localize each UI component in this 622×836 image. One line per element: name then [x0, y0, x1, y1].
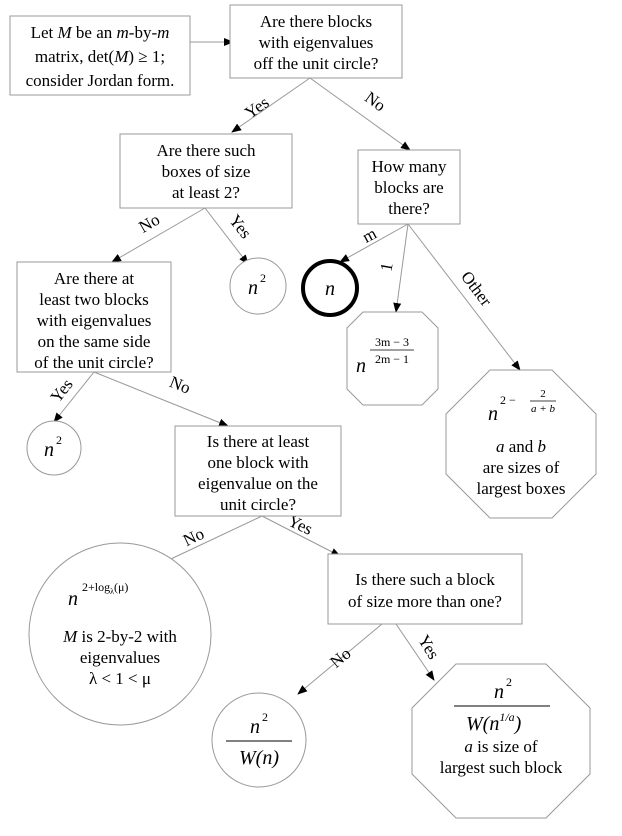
q5-line-4: unit circle?	[220, 495, 296, 514]
q5-line-2: one block with	[207, 453, 309, 472]
edge-label-q4-no: No	[167, 372, 193, 397]
q6-line-2: of size more than one?	[348, 592, 502, 611]
numerator-exponent: 2	[262, 710, 268, 724]
edge-label-q1-yes: Yes	[241, 93, 272, 123]
question-how-many-blocks: How many blocks are there?	[357, 149, 461, 225]
result-n-squared-left: n 2	[26, 420, 82, 476]
q3-line-3: there?	[388, 199, 430, 218]
edge-q6-yes	[395, 623, 435, 681]
edge-q5-yes	[261, 515, 341, 557]
result-base: n	[248, 277, 258, 299]
other-desc-line-3: largest boxes	[477, 479, 566, 498]
edge-label-q2-yes: Yes	[225, 211, 255, 242]
question-size-at-least-2: Are there such boxes of size at least 2?	[119, 133, 293, 209]
edge-q3-other	[407, 223, 521, 371]
result-other-blocks: n 2 − 2 a + b a and b are sizes of large…	[445, 369, 597, 519]
edge-q6-no	[297, 623, 383, 695]
log-desc-line-3: λ < 1 < μ	[89, 669, 151, 688]
edge-q2-yes	[204, 207, 249, 265]
edge-label-q2-no: No	[136, 210, 163, 237]
edge-q4-yes	[53, 371, 95, 423]
q2-line-3: at least 2?	[172, 183, 240, 202]
exponent-numerator: 2	[540, 388, 546, 400]
result-base: n	[44, 439, 54, 461]
result-base: n	[356, 355, 366, 377]
exponent-denominator: a + b	[531, 403, 555, 415]
exponent-numerator: 3m − 3	[375, 335, 409, 349]
edge-q3-m	[339, 223, 409, 263]
question-size-more-than-one: Is there such a block of size more than …	[327, 553, 523, 625]
question-block-on-unit-circle: Is there at least one block with eigenva…	[174, 425, 342, 517]
result-n-bold: n	[301, 259, 359, 317]
start-line-1: Let M be an m-by-m	[31, 23, 170, 42]
result-exponent: 2+logλ(μ)	[82, 580, 128, 596]
numerator-base: n	[494, 681, 504, 703]
other-desc-line-2: are sizes of	[483, 458, 560, 477]
edges	[53, 38, 521, 695]
numerator-base: n	[250, 716, 260, 738]
q5-line-1: Is there at least	[207, 432, 310, 451]
w-desc-line-2: largest such block	[440, 758, 563, 777]
result-fraction-exponent: n 3m − 3 2m − 1	[346, 311, 439, 406]
q2-line-1: Are there such	[156, 141, 256, 160]
edge-q5-no	[155, 515, 263, 567]
start-line-2: matrix, det(M) ≥ 1;	[35, 47, 165, 66]
edge-label-q1-no: No	[361, 88, 389, 116]
edge-q4-no	[93, 371, 229, 427]
question-two-blocks-same-side: Are there at least two blocks with eigen…	[16, 261, 172, 373]
q4-line-3: with eigenvalues	[37, 311, 152, 330]
start-box: Let M be an m-by-m matrix, det(M) ≥ 1; c…	[9, 15, 191, 96]
q1-line-2: with eigenvalues	[259, 33, 374, 52]
exponent-prefix: 2 −	[500, 393, 516, 407]
edge-label-q5-no: No	[180, 524, 207, 550]
numerator-exponent: 2	[506, 675, 512, 689]
edge-label-q6-no: No	[326, 644, 354, 672]
q5-line-3: eigenvalue on the	[198, 474, 318, 493]
q1-line-1: Are there blocks	[260, 12, 372, 31]
edge-label-q4-yes: Yes	[47, 375, 77, 406]
result-n-squared-over-w-n: n 2 W(n)	[211, 692, 307, 788]
edge-label-q6-yes: Yes	[414, 632, 443, 663]
denominator: W(n)	[239, 747, 279, 769]
log-desc-line-2: eigenvalues	[80, 648, 160, 667]
q4-line-4: on the same side	[38, 332, 151, 351]
other-desc-line-1: a and b	[496, 437, 546, 456]
result-n-squared-top: n 2	[229, 257, 287, 315]
edge-q1-no	[309, 77, 411, 151]
result-log-exponent: n 2+logλ(μ) M is 2-by-2 with eigenvalues…	[28, 542, 212, 726]
q2-line-2: boxes of size	[162, 162, 251, 181]
result-base: n	[488, 403, 498, 425]
q3-line-1: How many	[371, 157, 447, 176]
edge-label-q3-m: m	[359, 224, 380, 247]
q3-line-2: blocks are	[374, 178, 443, 197]
result-base: n	[68, 588, 78, 610]
q4-line-2: least two blocks	[39, 290, 149, 309]
question-off-unit-circle: Are there blocks with eigenvalues off th…	[229, 4, 403, 79]
edge-label-q3-other: Other	[457, 268, 496, 311]
denominator: W(n1/a)	[466, 710, 522, 735]
edge-q3-1	[393, 223, 409, 313]
edge-q2-no	[111, 207, 206, 263]
q6-line-1: Is there such a block	[355, 570, 495, 589]
start-line-3: consider Jordan form.	[26, 71, 175, 90]
edge-label-q3-1: 1	[376, 261, 396, 273]
result-base: n	[325, 278, 335, 300]
result-exponent: 2	[56, 433, 62, 447]
result-n-squared-over-w-n-root: n 2 W(n1/a) a is size of largest such bl…	[411, 663, 591, 819]
w-desc-line-1: a is size of	[464, 737, 538, 756]
edge-q1-yes	[231, 77, 311, 133]
result-exponent: 2	[260, 271, 266, 285]
q1-line-3: off the unit circle?	[254, 54, 379, 73]
exponent-denominator: 2m − 1	[375, 352, 409, 366]
q4-line-1: Are there at	[54, 269, 135, 288]
log-desc-line-1: M is 2-by-2 with	[62, 627, 177, 646]
q4-line-5: of the unit circle?	[34, 353, 153, 372]
